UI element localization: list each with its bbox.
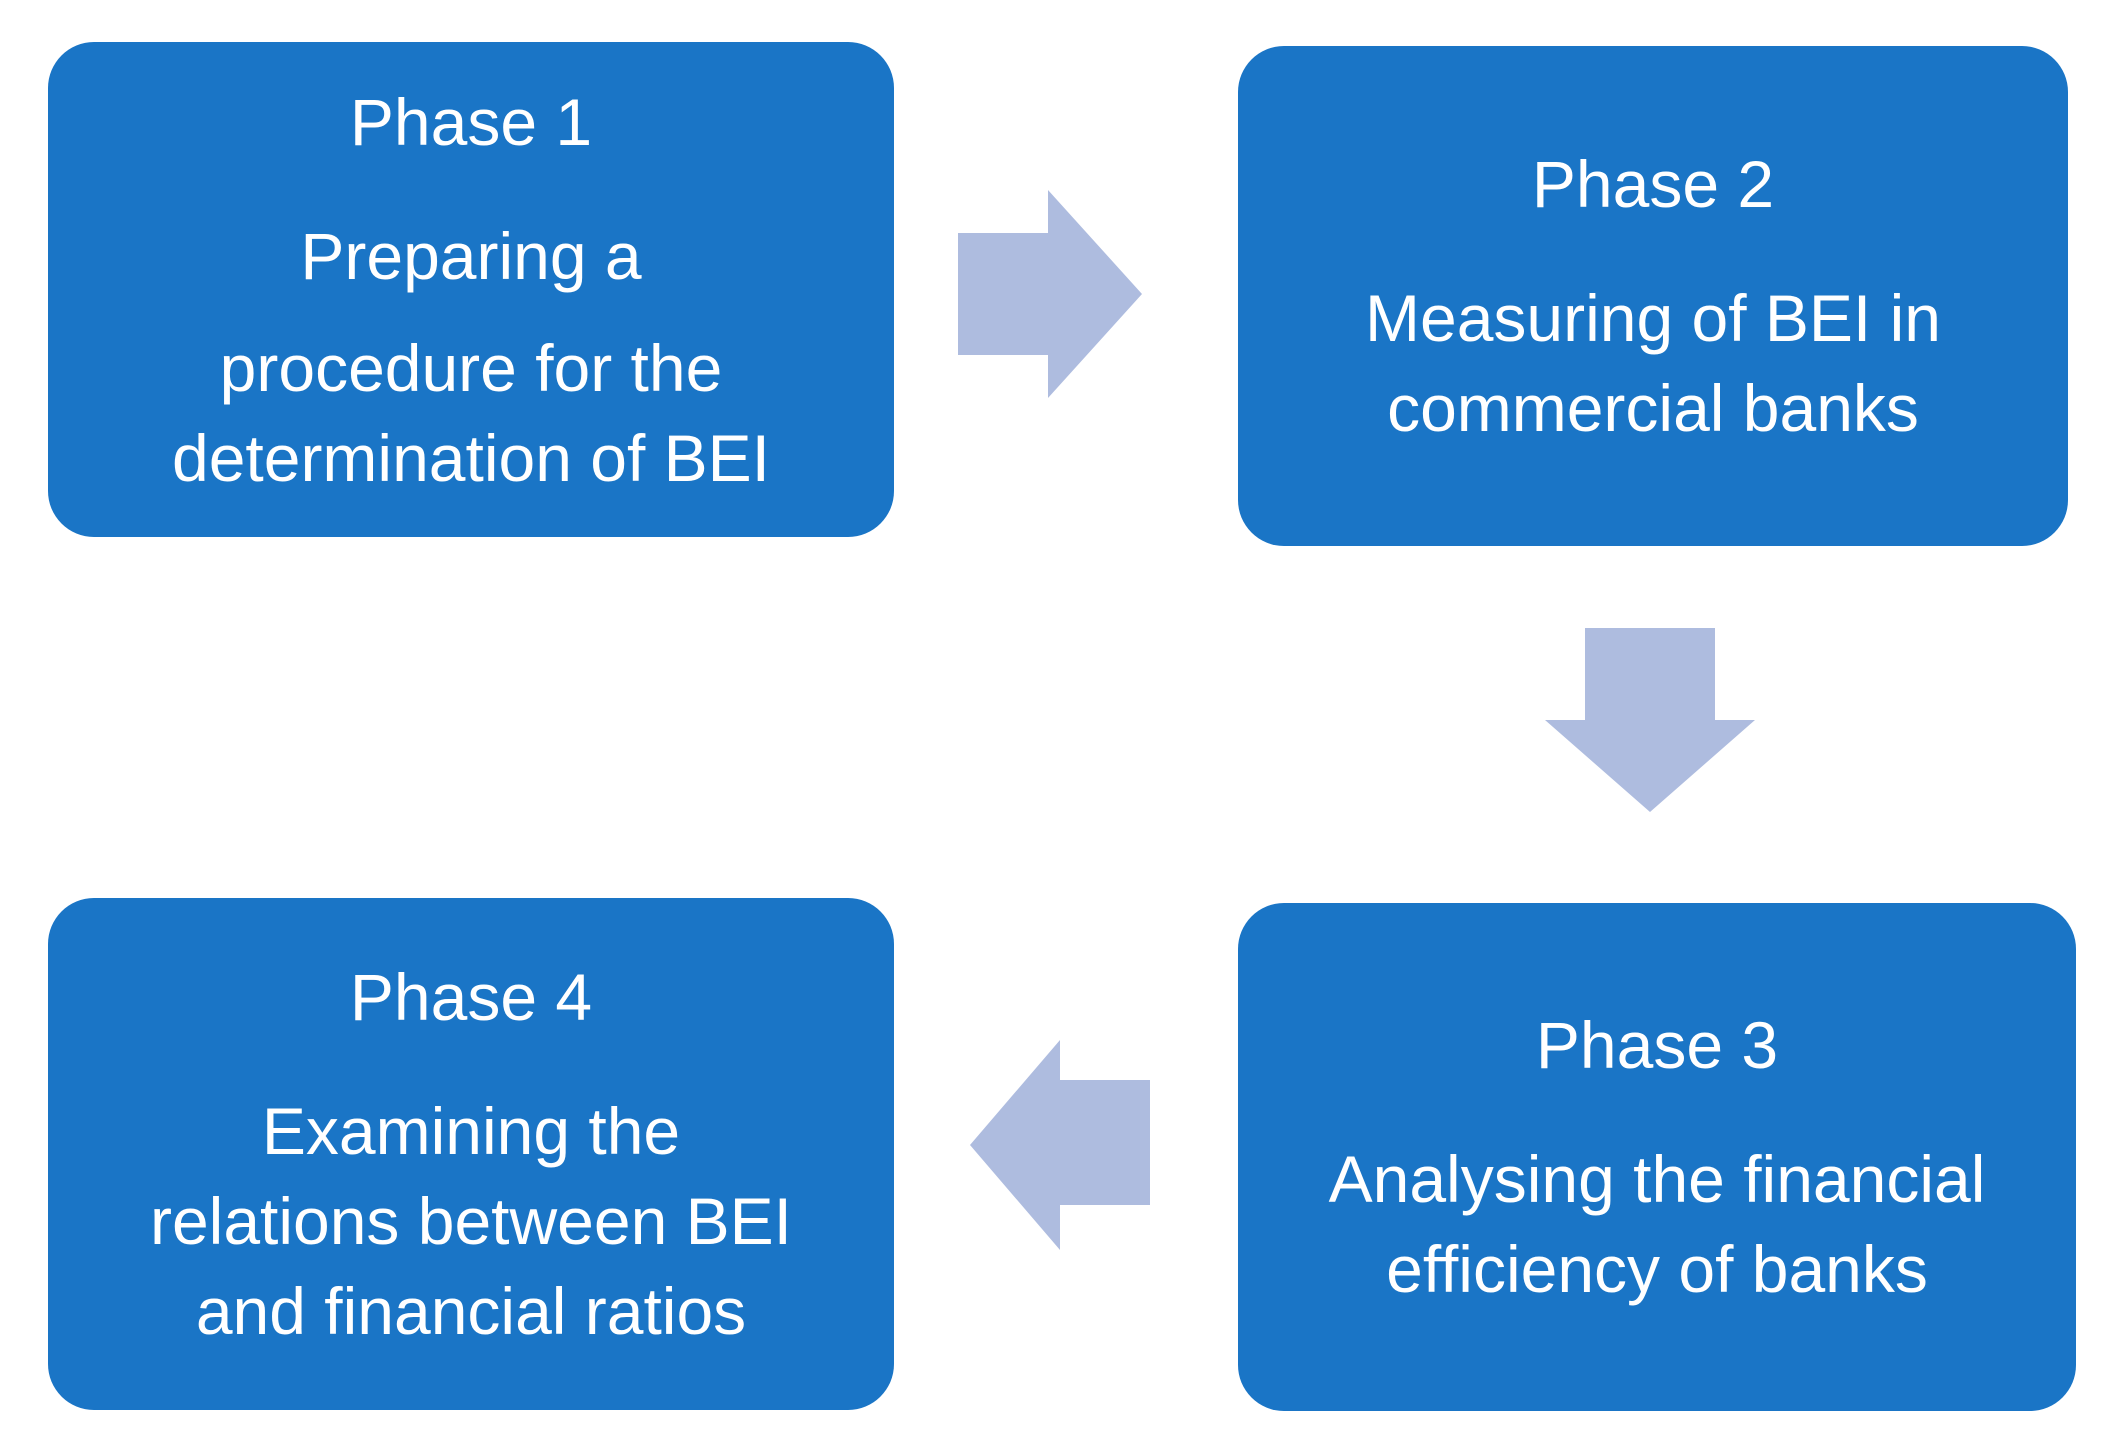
phase-3-text-paragraph: Analysing the financial efficiency of ba…	[1329, 1134, 1986, 1314]
phase-2-text-paragraph: Measuring of BEI in commercial banks	[1365, 273, 1941, 453]
left-arrow-shape	[970, 1040, 1150, 1250]
down-arrow-shape	[1545, 628, 1755, 812]
phase-1-text-paragraph: Preparing a	[300, 211, 641, 301]
text-line: relations between BEI	[149, 1184, 793, 1258]
phase-2-box: Phase 2 Measuring of BEI in commercial b…	[1238, 46, 2068, 546]
phase-3-box: Phase 3 Analysing the financial efficien…	[1238, 903, 2076, 1411]
text-line: determination of BEI	[172, 420, 770, 495]
text-line: Examining the	[261, 1094, 681, 1168]
right-arrow-shape	[958, 190, 1142, 398]
text-line: Preparing a	[300, 218, 642, 293]
phase-1-text-paragraph: procedure for the determination of BEI	[172, 323, 770, 503]
phase-1-box: Phase 1 Preparing a procedure for the de…	[48, 42, 894, 537]
phase-3-title: Phase 3	[1535, 1008, 1779, 1082]
text-line: Measuring of BEI in	[1365, 281, 1941, 355]
text-line: Analysing the financial	[1328, 1142, 1986, 1216]
phase-4-title: Phase 4	[349, 960, 593, 1034]
phase-2-title: Phase 2	[1531, 147, 1775, 221]
text-line: and financial ratios	[195, 1274, 747, 1348]
right-arrow-icon	[958, 190, 1142, 398]
left-arrow-icon	[970, 1040, 1150, 1250]
text-line: commercial banks	[1387, 371, 1919, 445]
down-arrow-icon	[1545, 628, 1755, 812]
phase-4-text-paragraph: Examining the relations between BEI and …	[150, 1086, 792, 1356]
text-line: procedure for the	[219, 330, 723, 405]
text-line: efficiency of banks	[1386, 1232, 1928, 1306]
phase-4-box: Phase 4 Examining the relations between …	[48, 898, 894, 1410]
phase-1-title: Phase 1	[349, 84, 593, 159]
